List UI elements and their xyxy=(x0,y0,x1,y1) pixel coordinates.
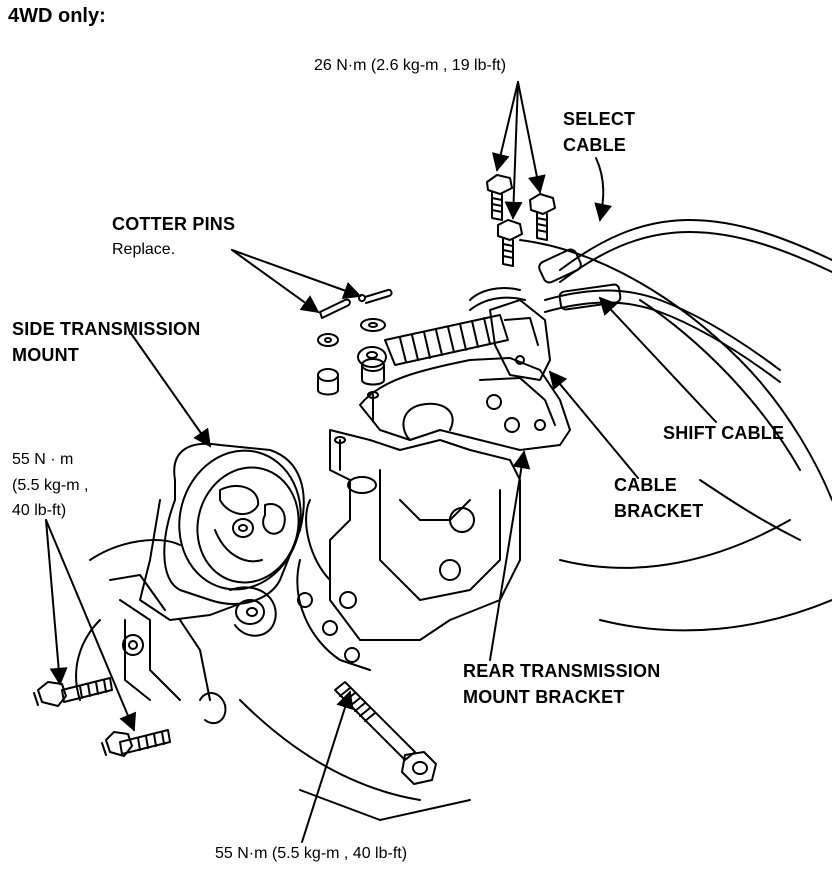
left-bolt-lower xyxy=(101,729,171,757)
shift-cable-label: SHIFT CABLE xyxy=(663,423,785,443)
cable-bracket xyxy=(489,299,551,381)
cable-bracket-label-line2: BRACKET xyxy=(614,501,704,521)
page-title: 4WD only: xyxy=(8,5,106,27)
cable-bracket-label-line1: CABLE xyxy=(614,475,677,495)
torque-spec-bottom: 55 N·m (5.5 kg-m , 40 lb-ft) xyxy=(215,845,408,862)
side-mount-label-line2: MOUNT xyxy=(12,345,79,365)
shift-cable xyxy=(544,283,781,383)
transmission-case xyxy=(239,239,832,821)
cotter-pins-label: COTTER PINS xyxy=(112,214,236,234)
rear-transmission-mount-bracket xyxy=(359,357,571,451)
side-transmission-mount xyxy=(109,442,305,701)
bushing-stack xyxy=(317,318,386,396)
torque-spec-left-line1: 55 N · m xyxy=(12,451,74,468)
transmission-body xyxy=(296,391,521,671)
rear-mount-label-line2: MOUNT BRACKET xyxy=(463,687,625,707)
select-cable-label-line2: CABLE xyxy=(563,135,626,155)
leader-lines xyxy=(45,81,717,843)
torque-spec-left-line3: 40 lb-ft) xyxy=(12,502,67,519)
cotter-pins-note: Replace. xyxy=(112,241,176,258)
side-mount-label-line1: SIDE TRANSMISSION xyxy=(12,319,201,339)
cable-end-bellows xyxy=(357,287,526,368)
torque-spec-left-line2: (5.5 kg-m , xyxy=(12,477,89,494)
rear-mount-label-line1: REAR TRANSMISSION xyxy=(463,661,661,681)
bracket-bolts-top xyxy=(486,174,556,267)
through-bolt xyxy=(334,681,437,785)
select-cable xyxy=(538,219,832,284)
left-bolt-upper xyxy=(33,677,113,707)
select-cable-label-line1: SELECT xyxy=(563,109,636,129)
torque-spec-top: 26 N·m (2.6 kg-m , 19 lb-ft) xyxy=(314,57,507,74)
frame-bracket xyxy=(75,539,277,725)
